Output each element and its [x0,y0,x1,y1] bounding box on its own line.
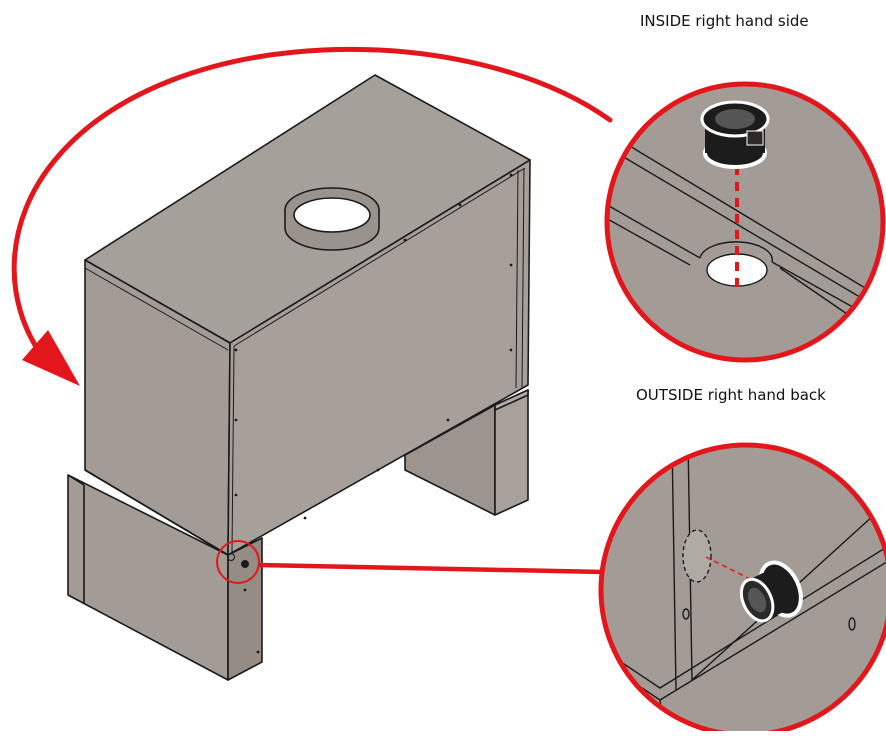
detail-connector-line [258,562,605,575]
inside-detail-view [604,81,886,363]
outside-callout-label: OUTSIDE right hand back [636,386,826,404]
inside-callout-label: INSIDE right hand side [640,12,809,30]
panel-screws [234,173,513,654]
enclosure [67,74,531,681]
outside-detail-view [598,442,886,736]
bushing-location [216,540,260,584]
bushing-icon [700,100,770,169]
bushing-side-icon [739,560,803,623]
base-side-face [227,537,263,681]
detail-marker-circle [216,540,260,584]
curved-arrow-icon [11,46,613,386]
side-panel [227,159,531,556]
